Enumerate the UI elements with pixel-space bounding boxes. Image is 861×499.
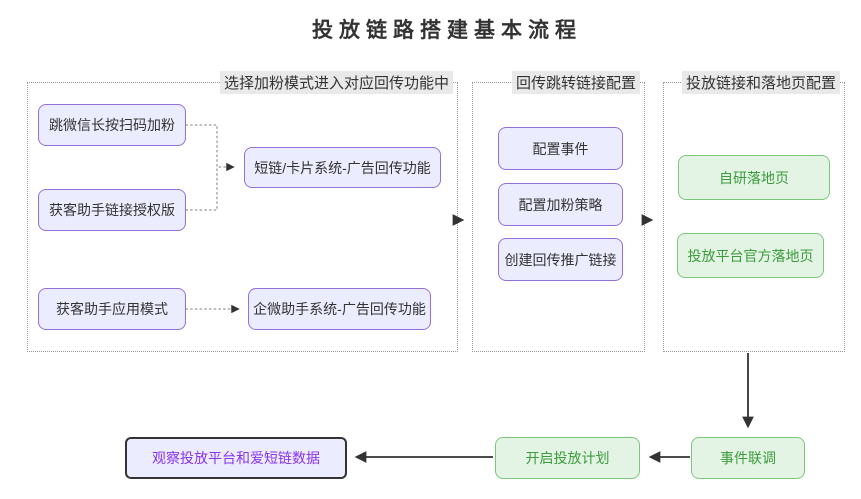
node-qiwei-system: 企微助手系统-广告回传功能 <box>248 288 431 330</box>
node-config-fan-strategy: 配置加粉策略 <box>498 183 623 226</box>
node-config-event: 配置事件 <box>498 127 623 170</box>
node-assistant-app-mode: 获客助手应用模式 <box>38 288 186 330</box>
diagram-title: 投放链路搭建基本流程 <box>312 19 582 42</box>
cluster-select-fan-mode-label: 选择加粉模式进入对应回传功能中 <box>219 71 453 94</box>
node-scan-qr-add-fans: 跳微信长按扫码加粉 <box>38 104 186 146</box>
cluster-landing-page-config: 投放链接和落地页配置 <box>663 71 845 352</box>
node-shortlink-system: 短链/卡片系统-广告回传功能 <box>244 147 441 188</box>
node-assistant-link-auth: 获客助手链接授权版 <box>38 189 186 231</box>
node-official-landing-page: 投放平台官方落地页 <box>677 233 824 278</box>
cluster-select-fan-mode: 选择加粉模式进入对应回传功能中 <box>27 71 458 352</box>
node-start-campaign: 开启投放计划 <box>495 437 640 479</box>
node-observe-data: 观察投放平台和爱短链数据 <box>125 437 347 479</box>
cluster-callback-link-config-label: 回传跳转链接配置 <box>511 71 640 94</box>
cluster-landing-page-config-label: 投放链接和落地页配置 <box>681 71 840 94</box>
node-self-landing-page: 自研落地页 <box>678 155 830 200</box>
node-event-debug: 事件联调 <box>691 437 805 479</box>
node-create-callback-link: 创建回传推广链接 <box>498 238 623 281</box>
